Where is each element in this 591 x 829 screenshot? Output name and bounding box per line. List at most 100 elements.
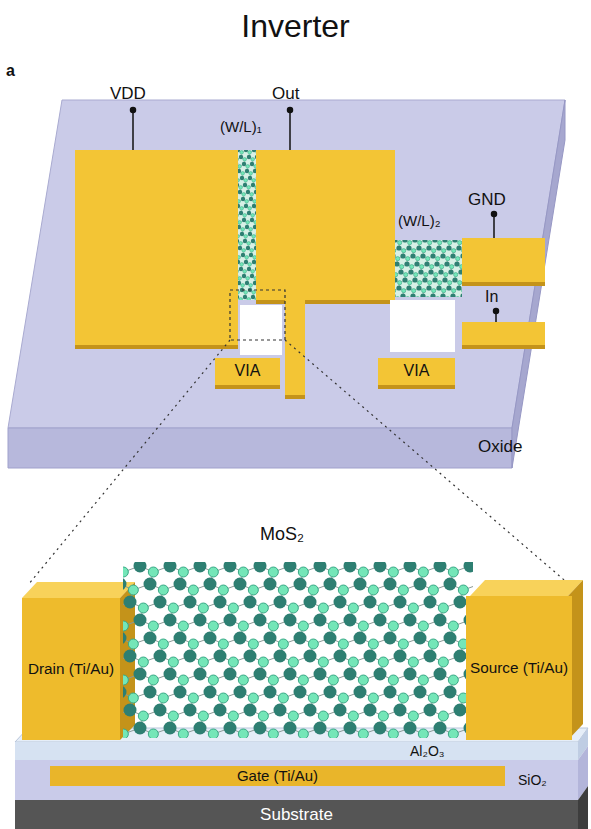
illustration-shape [458, 269, 462, 274]
illustration-shape [124, 596, 137, 609]
illustration-shape [244, 235, 248, 239]
zoom-line [28, 340, 230, 585]
pin-leads [131, 108, 499, 323]
illustration-shape [344, 614, 357, 627]
illustration-shape [247, 267, 251, 271]
illustration-shape [164, 614, 177, 627]
illustration-shape [314, 562, 327, 573]
gnd-pad [462, 238, 545, 282]
illustration-shape [418, 675, 428, 685]
illustration-shape [374, 668, 387, 681]
pin-name: In [485, 288, 498, 306]
illustration-shape [432, 249, 436, 253]
illustration-shape [314, 614, 327, 627]
illustration-shape [438, 241, 442, 245]
illustration-shape [255, 155, 256, 159]
illustration-shape [256, 151, 257, 155]
illustration-shape [458, 281, 462, 285]
illustration-shape [424, 596, 437, 609]
illustration-shape [148, 675, 158, 685]
illustration-shape [414, 632, 427, 645]
diagram-title: Inverter [241, 8, 349, 45]
illustration-shape [416, 297, 420, 298]
illustration-shape [239, 242, 243, 246]
illustration-shape [188, 585, 198, 595]
illustration-shape [364, 704, 377, 717]
illustration-shape [406, 257, 410, 261]
illustration-shape [428, 585, 438, 595]
illustration-shape [128, 693, 138, 703]
illustration-shape [402, 249, 406, 253]
node-text: VIA [235, 362, 261, 380]
illustration-shape [398, 269, 403, 274]
illustration-shape [253, 169, 256, 173]
illustration-shape [240, 151, 244, 155]
illustration-shape [239, 211, 243, 215]
illustration-shape [247, 186, 251, 190]
illustration-shape [404, 273, 408, 277]
illustration-shape [462, 289, 463, 293]
illustration-shape [304, 704, 317, 717]
illustration-shape [354, 686, 367, 699]
illustration-shape [426, 257, 430, 261]
illustration-shape [238, 150, 256, 300]
illustration-shape [456, 297, 460, 298]
drain-top [22, 582, 135, 598]
illustration-shape [448, 269, 453, 274]
illustration-shape [250, 218, 254, 222]
illustration-shape [238, 291, 239, 295]
illustration-shape [284, 562, 297, 573]
illustration-shape [428, 281, 432, 285]
illustration-shape [440, 265, 444, 269]
illustration-shape [446, 257, 450, 261]
illustration-shape [243, 239, 247, 243]
illustration-shape [334, 704, 347, 717]
illustration-shape [406, 297, 410, 298]
layer-name: SiO₂ [518, 772, 547, 788]
illustration-shape [395, 277, 398, 282]
illustration-shape [238, 621, 248, 631]
illustration-shape [432, 277, 437, 282]
illustration-shape [245, 169, 249, 173]
illustration-shape [395, 240, 462, 297]
illustration-shape [245, 200, 249, 204]
illustration-shape [388, 621, 398, 631]
illustration-shape [416, 257, 420, 261]
illustration-shape [174, 632, 187, 645]
illustration-shape [298, 729, 308, 738]
illustration-shape [396, 245, 401, 250]
illustration-shape [238, 214, 239, 218]
illustration-shape [289, 110, 291, 150]
illustration-shape [395, 273, 398, 277]
illustration-shape [238, 246, 242, 250]
illustration-shape [410, 253, 415, 258]
illustration-shape [194, 614, 207, 627]
illustration-shape [247, 211, 251, 215]
illustration-shape [394, 596, 407, 609]
pin-name: VDD [110, 84, 146, 104]
illustration-shape [244, 179, 248, 183]
illustration-shape [240, 263, 244, 267]
illustration-shape [454, 273, 458, 277]
illustration-shape [240, 176, 244, 180]
illustration-shape [144, 686, 157, 699]
illustration-shape [422, 249, 426, 253]
illustration-shape [418, 621, 428, 631]
illustration-shape [252, 204, 256, 208]
illustration-shape [234, 578, 247, 591]
illustration-shape [424, 273, 428, 277]
illustration-shape [241, 197, 245, 201]
mos2-lattice [238, 150, 256, 300]
illustration-shape [242, 193, 246, 197]
illustration-shape [454, 650, 467, 663]
illustration-shape [178, 675, 188, 685]
illustration-shape [456, 245, 461, 250]
illustration-shape [154, 650, 167, 663]
illustration-shape [154, 704, 167, 717]
illustration-shape [174, 686, 187, 699]
illustration-shape [298, 621, 308, 631]
illustration-shape [164, 668, 177, 681]
illustration-shape [245, 281, 249, 285]
illustration-shape [424, 650, 437, 663]
illustration-shape [243, 183, 247, 187]
